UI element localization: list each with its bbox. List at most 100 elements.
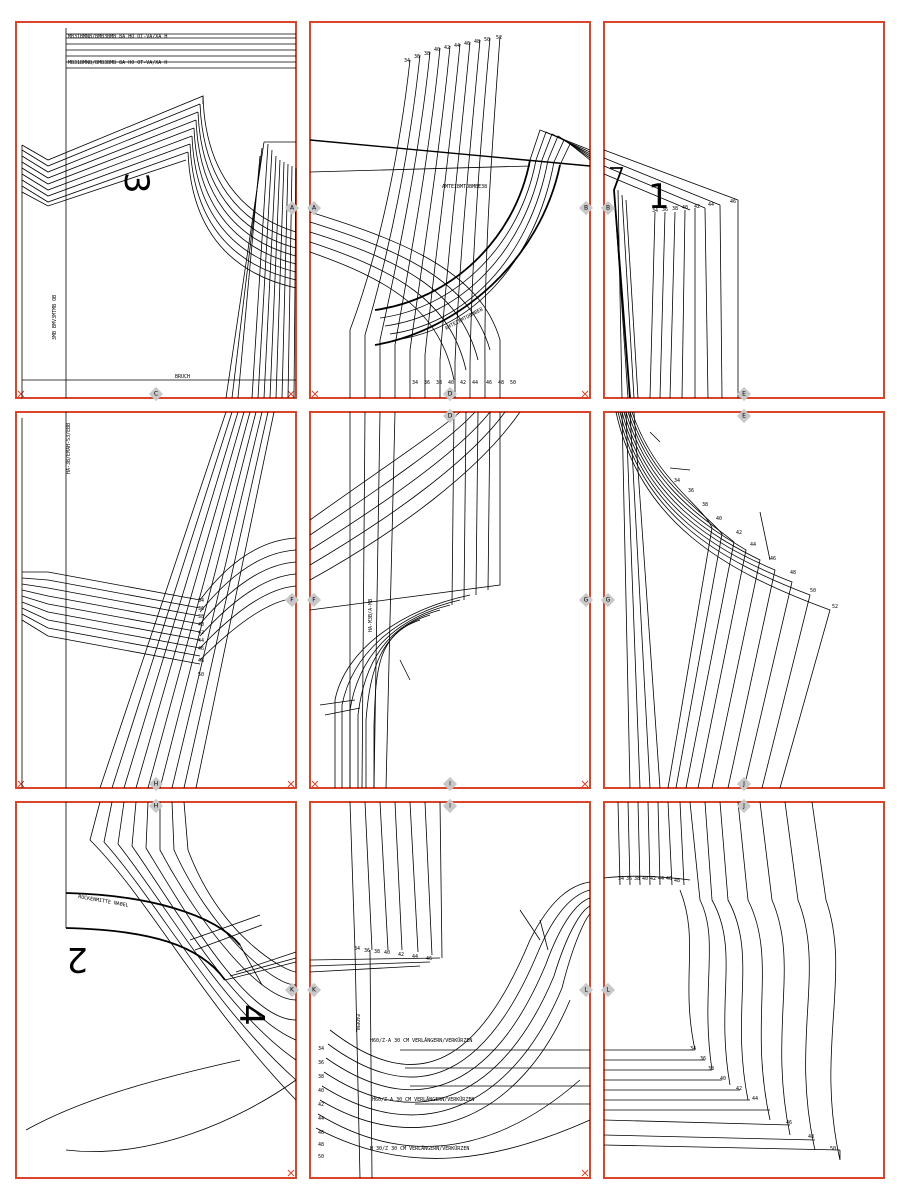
- size-label: 42: [460, 380, 466, 386]
- size-label: 34: [318, 1046, 324, 1052]
- marker-D: D: [442, 386, 458, 402]
- marker-B2: B: [600, 200, 616, 216]
- piece-1-lines: [603, 149, 739, 399]
- size-label: 38: [374, 949, 380, 955]
- marker-H: H: [148, 776, 164, 792]
- marker-E2-label: E: [742, 413, 746, 420]
- tile-2-2-lines: [309, 411, 521, 789]
- marker-A2-label: A: [312, 205, 317, 212]
- tile-1-2-lines: [309, 35, 591, 398]
- size-label: 42: [694, 204, 700, 210]
- corner-markers: A A B B C D D E E F F G G H H I I J J K …: [148, 200, 752, 998]
- marker-I2-label: I: [449, 803, 451, 810]
- size-label: 40: [384, 950, 390, 956]
- size-label: 36: [688, 488, 694, 494]
- marker-K2: K: [306, 982, 322, 998]
- size-label: 42: [736, 530, 742, 536]
- tile-2-3: [603, 411, 885, 789]
- size-label: 46: [426, 956, 432, 962]
- size-label: 36: [414, 54, 420, 60]
- marker-K: K: [284, 982, 300, 998]
- size-label: 34: [198, 598, 204, 604]
- marker-H-label: H: [154, 781, 159, 788]
- marker-B-label: B: [584, 205, 588, 212]
- marker-E-label: E: [742, 391, 746, 398]
- marker-F: F: [284, 592, 300, 608]
- size-label: 48: [808, 1134, 814, 1140]
- size-label: 44: [472, 380, 478, 386]
- marker-D2-label: D: [448, 413, 453, 420]
- marker-L: L: [578, 982, 594, 998]
- size-label: 40: [198, 622, 204, 628]
- size-label: 34: [412, 380, 418, 386]
- size-label: 38: [672, 206, 678, 212]
- size-label: 52: [496, 35, 502, 41]
- marker-H2: H: [148, 798, 164, 814]
- sleeve-note: AMTEIBMTOBMBE38: [442, 184, 487, 190]
- size-label: 44: [198, 638, 204, 644]
- size-label: 46: [786, 1120, 792, 1126]
- marker-J2: J: [736, 798, 752, 814]
- marker-J: J: [736, 776, 752, 792]
- size-label: 36: [700, 1056, 706, 1062]
- piece-number-2: 2: [66, 939, 88, 979]
- pattern-lines: [21, 28, 841, 1179]
- marker-G2-label: G: [606, 597, 611, 604]
- size-label: 44: [752, 1096, 758, 1102]
- marker-F2-label: F: [312, 597, 316, 604]
- top-note-1: MB31BMNB/BMB3BMB 8A HO OT-VA/XA H: [68, 34, 167, 40]
- piece-number-4: 4: [231, 1004, 271, 1026]
- size-labels: 34 36 38 40 42 44 46 48 50 52 34 36 38 4…: [198, 35, 838, 1160]
- size-label: 34: [690, 1046, 696, 1052]
- marker-L-label: L: [584, 987, 588, 994]
- size-label: 38: [436, 380, 442, 386]
- size-label: 46: [666, 876, 672, 882]
- size-label: 44: [454, 43, 460, 49]
- size-label: 48: [790, 570, 796, 576]
- size-label: 50: [318, 1154, 324, 1160]
- marker-E: E: [736, 386, 752, 402]
- fadenlauf-label: FADENL: [354, 1014, 360, 1032]
- marker-I: I: [442, 776, 458, 792]
- size-label: 36: [318, 1060, 324, 1066]
- size-label: 36: [626, 876, 632, 882]
- size-label: 44: [708, 202, 714, 208]
- marker-A: A: [284, 200, 300, 216]
- marker-B2-label: B: [606, 205, 610, 212]
- size-label: 50: [510, 380, 516, 386]
- size-label: 38: [318, 1074, 324, 1080]
- vertical-note-1: 3MB BMV3MTMB OB: [52, 295, 58, 340]
- size-label: 40: [720, 1076, 726, 1082]
- marker-L2: L: [600, 982, 616, 998]
- size-label: 42: [198, 630, 204, 636]
- front-note-1: H60/Z-A 30 CM VERLÄNGERN/VERKÜRZEN: [370, 1037, 472, 1044]
- marker-F2: F: [306, 592, 322, 608]
- marker-A-label: A: [290, 205, 295, 212]
- size-label: 44: [318, 1116, 324, 1122]
- size-label: 40: [448, 380, 454, 386]
- size-label: 46: [318, 1130, 324, 1136]
- marker-D2: D: [442, 408, 458, 424]
- size-label: 40: [642, 876, 648, 882]
- size-label: 50: [484, 37, 490, 43]
- piece-2-4-lines: [25, 801, 297, 1152]
- marker-A2: A: [306, 200, 322, 216]
- size-label: 42: [318, 1102, 324, 1108]
- tile-3-2-lines: [309, 801, 591, 1179]
- marker-D-label: D: [448, 391, 453, 398]
- size-label: 36: [424, 380, 430, 386]
- size-label: 46: [464, 41, 470, 47]
- size-label: 42: [398, 952, 404, 958]
- top-note-2: MB31BMNB/BMB3BMB 8A HO OT-VA/XA H: [68, 60, 167, 66]
- size-label: 48: [318, 1142, 324, 1148]
- marker-C-label: C: [154, 391, 158, 398]
- tile-3-3-lines: [603, 801, 841, 1161]
- size-label: 34: [354, 946, 360, 952]
- marker-B: B: [578, 200, 594, 216]
- piece-number-3: 3: [116, 172, 156, 194]
- size-label: 42: [444, 45, 450, 51]
- size-label: 52: [832, 604, 838, 610]
- size-label: 46: [730, 199, 736, 205]
- marker-E2: E: [736, 408, 752, 424]
- size-label: 48: [198, 658, 204, 664]
